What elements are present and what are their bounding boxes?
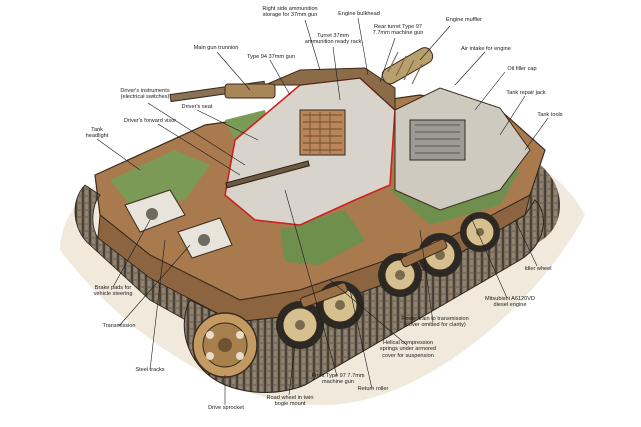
ammo-rack [299,109,346,156]
label-diesel-engine: Mitsubishi A6120VD diesel engine [484,296,536,309]
camo-green-1 [110,150,210,205]
label-transmission: Transmission [102,323,136,329]
near-track-loop [183,199,544,393]
label-type94-gun: Type 94 37mm gun [247,54,295,60]
label-steel-tracks: Steel tracks [135,367,165,373]
label-front-mg: Front Type 97 7.7mm machine gun [311,373,365,386]
label-return-roller: Return roller [357,386,389,392]
front-machine-gun [225,160,310,189]
label-engine-muffler: Engine muffler [446,17,482,23]
label-drive-sprocket: Drive sprocket [208,405,244,411]
drive-sprocket [192,312,258,378]
label-helical-springs: Helical compression springs under armore… [379,340,437,359]
turret [264,67,396,112]
label-turret-ammo: Turret 37mm ammunition ready rack [304,33,362,46]
label-tank-repair-jack: Tank repair jack [506,90,546,96]
leader-lines [96,17,549,405]
label-right-side-ammo: Right side ammunition storage for 37mm g… [262,6,318,19]
label-drivers-seat: Driver's seat [181,104,213,110]
label-engine-bulkhead: Engine bulkhead [338,11,380,17]
label-idler-wheel: Idler wheel [524,266,552,272]
engine-muffler [381,47,434,85]
label-tank-headlight: Tank headlight [85,127,109,140]
label-drivers-instruments: Driver's instruments (electrical switche… [120,88,170,101]
label-brake-pads: Brake pads for vehicle steering [93,285,133,298]
label-rear-turret-mg: Rear turret Type 97 7.7mm machine gun [372,24,424,37]
diesel-engine-block [409,119,466,161]
main-gun [169,80,276,103]
label-main-gun-trunnion: Main gun trunnion [193,45,239,51]
label-oil-filler: Oil filler cap [507,66,537,72]
spring-cover-2 [400,238,448,268]
spring-cover-1 [300,282,348,308]
label-road-wheel: Road wheel in twin bogie mount [266,395,314,408]
label-power-train: Power train to transmission (cover omitt… [401,316,469,329]
label-air-intake: Air intake for engine [461,46,511,52]
label-tank-tools: Tank tools [537,112,563,118]
label-drivers-visor: Driver's forward visor [123,118,177,124]
